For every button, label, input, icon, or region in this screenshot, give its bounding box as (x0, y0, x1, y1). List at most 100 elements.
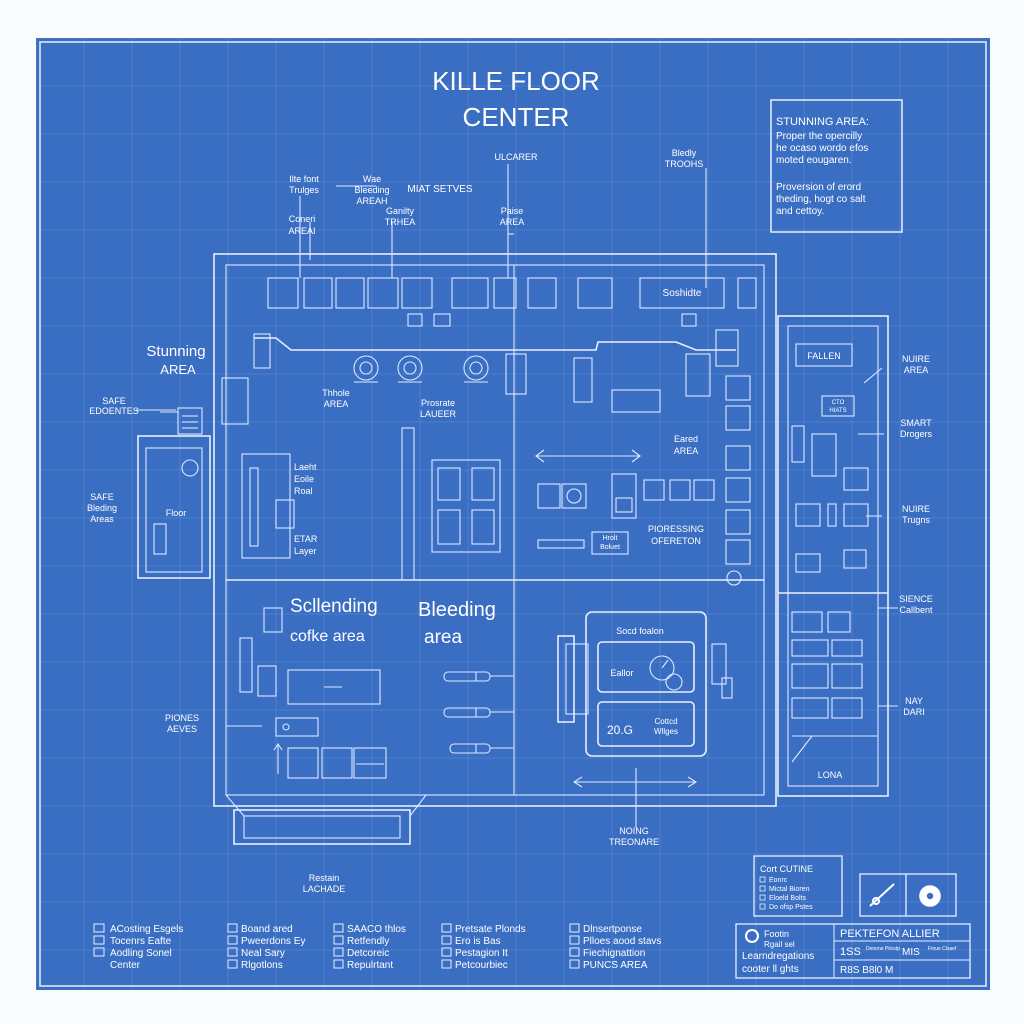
knife-icon (869, 883, 895, 907)
legend-item: Center (110, 960, 141, 971)
machine-tag: Wllges (654, 727, 678, 736)
callout-sience: Callbent (899, 605, 933, 615)
callout-safe-entries: SAFE (102, 396, 126, 406)
room-label-right-tiny: HIATS (829, 408, 846, 414)
legend-item: Detcoreic (347, 948, 389, 959)
title-block-cell: R8S B8l0 M (840, 965, 893, 976)
room-label-floor: Floor (166, 508, 187, 518)
left-hall-equipment (241, 427, 501, 581)
room-label-right-tiny: CTO (832, 400, 845, 406)
callout-top-c: MIAT SETVES (407, 184, 473, 195)
callout-top-d: Ganilty (386, 206, 415, 216)
callout-top-b: Wae (363, 174, 381, 184)
machine-tag: Cottcd (654, 717, 677, 726)
machine-label: Eallor (610, 668, 633, 678)
callout-safe-bleeding: Areas (90, 514, 114, 524)
stunner-machines (353, 355, 489, 383)
callout-sience: SIENCE (899, 594, 933, 604)
tool-icon-boxes (859, 873, 957, 917)
room-label-processing: PIORESSING (648, 524, 704, 534)
callout-nuire-trugns: NUIRE (902, 504, 930, 514)
legend-item: Boand ared (241, 924, 293, 935)
room-label-small: Boluet (600, 544, 620, 551)
legend-item: Petcourbiec (455, 960, 508, 971)
key-box-item: Mictal Bioren (769, 886, 810, 893)
legend-item: SAACO thlos (347, 924, 406, 935)
callout-top-g: AREA (500, 217, 525, 227)
room-label-prostate: LAUEER (420, 409, 457, 419)
legend-item: Fiechignattion (583, 948, 645, 959)
callout-safe-bleeding: SAFE (90, 492, 114, 502)
key-box: Cort CUTINE Eonrc Mictal Bioren Eloeld B… (753, 855, 843, 917)
callout-nay-dari: DARI (903, 707, 925, 717)
callout-nay-dari: NAY (905, 696, 923, 706)
legend-item: PUNCS AREA (583, 960, 648, 971)
callout-top-h: TROOHS (665, 159, 704, 169)
callout-noing: TREONARE (609, 837, 659, 847)
title-block-head: PEKTEFON ALLIER (840, 928, 940, 940)
callout-nuire-area: NUIRE (902, 354, 930, 364)
stopwatch-icon (919, 885, 941, 907)
callout-restain: Restain (309, 873, 340, 883)
room-label-scalding: Scllending (290, 596, 378, 617)
room-label-star: ETAR (294, 534, 318, 544)
note-line: moted eougaren. (776, 155, 852, 166)
right-wing-rooms (791, 343, 878, 763)
callout-noing: NOING (619, 826, 649, 836)
center-right-equipment (535, 375, 751, 586)
room-label-thanle: Thhole (322, 388, 350, 398)
room-label-bleeding: area (424, 627, 462, 648)
gear-icon (745, 929, 759, 943)
note-line: and cettoy. (776, 206, 824, 217)
legend-item: Rlgotlons (241, 960, 283, 971)
blueprint-sheet: KILLE FLOOR CENTER STUNNING AREA: Proper… (36, 38, 990, 990)
key-box-item: Do ofsp Pstes (769, 904, 813, 911)
callout-smart-drogers: SMART (900, 418, 932, 428)
room-label-eared: AREA (674, 446, 699, 456)
title-block-left: cooter ll ghts (742, 964, 799, 975)
legend-item: Pestagion It (455, 948, 508, 959)
note-line: he ocaso wordo efos (776, 143, 868, 154)
title-block-cell: Denone Pilnstp (866, 946, 900, 952)
legend-item: ACosting Esgels (110, 924, 183, 935)
callout-phones: AEVES (167, 724, 197, 734)
legend-item: Neal Sary (241, 948, 285, 959)
note-line: Proversion of erord (776, 182, 861, 193)
callout-nuire-area: AREA (904, 365, 929, 375)
legend-item: Ero is Bas (455, 936, 501, 947)
callout-top-d: TRHEA (385, 217, 416, 227)
room-label-land: Roal (294, 486, 313, 496)
annex-equipment (153, 407, 203, 555)
machine-top-label: Socd foalon (616, 626, 664, 636)
room-label-bleeding: Bleeding (418, 599, 496, 621)
callout-top-b: Bleeding (354, 185, 389, 195)
scalding-area-equipment (239, 607, 387, 779)
callout-top-a: Ilte font (289, 174, 319, 184)
knife-tools (443, 671, 514, 754)
callout-stunning: Stunning (146, 343, 205, 360)
note-heading: STUNNING AREA: (776, 116, 869, 128)
machine-dial (649, 655, 683, 691)
room-label-processing: OFERETON (651, 536, 701, 546)
stunning-note-box: STUNNING AREA: Proper the opercilly he o… (770, 99, 903, 233)
room-label-scalding: cofke area (290, 628, 365, 645)
title-line-2: CENTER (463, 102, 570, 132)
title-block-cell: MIS (902, 947, 920, 958)
title-block-left: Rgail sel (764, 940, 795, 949)
legend-item: Pretsate Plonds (455, 924, 526, 935)
room-label-thanle: AREA (324, 399, 349, 409)
title-line-1: KILLE FLOOR (432, 66, 600, 96)
callout-top-h: Bledly (672, 148, 697, 158)
title-block-cell: 1SS (840, 946, 861, 958)
callout-top-f: ULCARER (494, 152, 538, 162)
note-line: theding, hogt co salt (776, 194, 866, 205)
legend-item: Dlnsertponse (583, 924, 642, 935)
key-box-item: Eonrc (769, 877, 788, 884)
room-label-land: Eoile (294, 474, 314, 484)
blueprint-grid (36, 38, 990, 990)
callout-safe-entries: EDOENTES (89, 406, 139, 416)
legend-item: Pweerdons Ey (241, 936, 305, 947)
callout-safe-bleeding: Bleding (87, 503, 117, 513)
legend-item: Tocenrs Eafte (110, 936, 172, 947)
callout-top-e: Coneri (289, 214, 316, 224)
